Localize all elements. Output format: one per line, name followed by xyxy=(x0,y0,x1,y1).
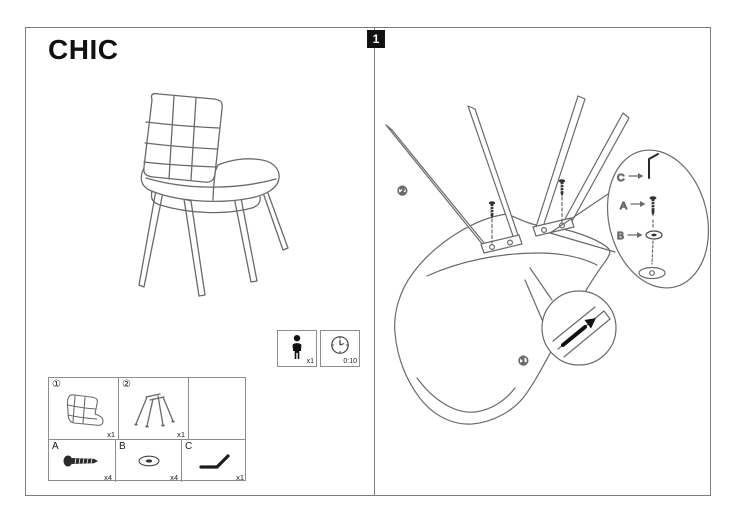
screw-icon xyxy=(649,196,657,217)
hardware-a-cell: A x4 xyxy=(49,440,115,482)
chair-backrest xyxy=(143,92,223,183)
step-number-badge: 1 xyxy=(367,30,385,48)
hardware-qty: x1 xyxy=(236,472,244,482)
chair-illustration xyxy=(138,92,289,297)
leg-frame-icon xyxy=(133,392,175,427)
leg-frame-assembly xyxy=(385,95,630,254)
insert-detail-callout xyxy=(524,267,617,366)
screw-insertion-guides xyxy=(488,179,566,244)
part-qty: x1 xyxy=(107,429,115,439)
person-icon xyxy=(292,334,302,360)
person-count-label: x1 xyxy=(306,358,314,365)
hardware-callout xyxy=(549,149,710,289)
seat-shell-step-label: ① xyxy=(518,354,529,368)
callout-label-a: A xyxy=(620,200,627,212)
allen-key-icon xyxy=(198,454,230,469)
assembly-diagram: ② ① C A B xyxy=(385,95,710,425)
hardware-label: C xyxy=(185,441,193,452)
parts-col-separator xyxy=(188,378,189,439)
part-seat-shell-cell: ① x1 xyxy=(49,378,118,439)
seat-shell-icon xyxy=(66,393,104,426)
hardware-label: B xyxy=(119,441,126,452)
assembly-time-label: 0:10 xyxy=(343,358,357,365)
part-leg-frame-cell: ② x1 xyxy=(119,378,188,439)
chair-legs xyxy=(138,180,289,297)
hardware-b-cell: B x4 xyxy=(116,440,181,482)
assembly-time-box: 0:10 xyxy=(320,330,360,367)
panel-divider xyxy=(374,28,375,495)
part-number: ① xyxy=(52,379,61,390)
screw-icon xyxy=(63,455,98,467)
page-frame: 1 CHIC xyxy=(25,27,711,496)
product-title: CHIC xyxy=(48,34,119,65)
hardware-col-separator xyxy=(115,440,116,482)
hardware-c-cell: C x1 xyxy=(182,440,247,482)
parts-col-separator xyxy=(118,378,119,439)
washer-icon xyxy=(137,455,160,467)
hardware-label: A xyxy=(52,441,59,452)
leg-frame-step-label: ② xyxy=(397,184,408,198)
part-qty: x1 xyxy=(177,429,185,439)
clock-icon xyxy=(331,336,349,354)
requirements-row: x1 0:10 xyxy=(277,330,360,367)
parts-row-separator xyxy=(49,439,245,440)
callout-label-b: B xyxy=(617,230,624,242)
hardware-qty: x4 xyxy=(170,472,178,482)
seat-shell-upside-down xyxy=(394,213,611,425)
hardware-col-separator xyxy=(181,440,182,482)
part-number: ② xyxy=(122,379,131,390)
parts-list: ① x1 ② xyxy=(48,377,247,482)
callout-label-c: C xyxy=(617,172,625,184)
hardware-qty: x4 xyxy=(104,472,112,482)
person-count-box: x1 xyxy=(277,330,317,367)
